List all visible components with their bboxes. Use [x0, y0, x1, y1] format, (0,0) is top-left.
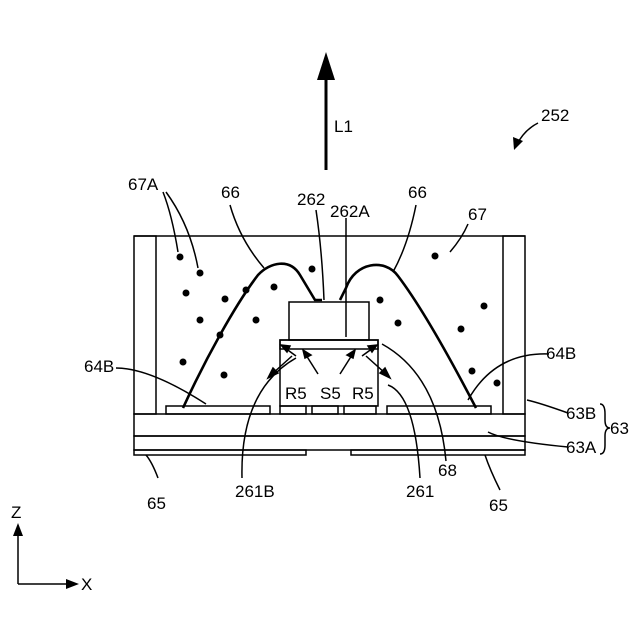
label-side-surface: S5 — [320, 384, 341, 403]
label-device: 252 — [541, 106, 569, 125]
label-terminal-right: 65 — [489, 496, 508, 515]
light-direction-arrow — [317, 52, 335, 170]
label-electrode-left: 64B — [84, 357, 114, 376]
device-pointer-arrow — [513, 123, 538, 150]
housing-wall-right — [503, 236, 525, 414]
label-substrate-lower: 63A — [566, 438, 597, 457]
bump — [344, 406, 376, 414]
label-chip-base: 261 — [406, 482, 434, 501]
label-substrate-upper: 63B — [566, 404, 596, 423]
label-phosphor-particles: 67A — [128, 175, 159, 194]
label-chip-bottom-surface: 261B — [235, 482, 275, 501]
substrate-lower-layer — [134, 436, 525, 450]
label-reflector-left: 66 — [221, 183, 240, 202]
housing-wall-left — [134, 236, 156, 414]
chip-top — [289, 302, 369, 340]
phosphor-particles — [177, 253, 501, 387]
label-encapsulant: 67 — [468, 205, 487, 224]
label-terminal-left: 65 — [147, 494, 166, 513]
label-substrate: 63 — [610, 419, 629, 438]
label-axis-z: Z — [11, 503, 21, 522]
film-layer — [280, 340, 378, 349]
terminal-right — [351, 450, 525, 455]
electrode-left — [166, 406, 270, 414]
label-ray-left: R5 — [285, 384, 307, 403]
substrate-brace — [600, 404, 610, 454]
axes — [13, 523, 79, 589]
substrate-upper-layer — [134, 414, 525, 436]
bump — [280, 406, 306, 414]
label-ray-right: R5 — [352, 384, 374, 403]
bump — [312, 406, 338, 414]
terminal-left — [134, 450, 306, 455]
label-light-direction: L1 — [334, 117, 353, 136]
label-electrode-right: 64B — [546, 344, 576, 363]
label-chip-top: 262 — [297, 190, 325, 209]
label-reflector-right: 66 — [408, 183, 427, 202]
label-film: 68 — [438, 461, 457, 480]
label-axis-x: X — [81, 575, 92, 594]
light-rays — [268, 345, 390, 378]
label-chip-top-surface: 262A — [330, 202, 370, 221]
